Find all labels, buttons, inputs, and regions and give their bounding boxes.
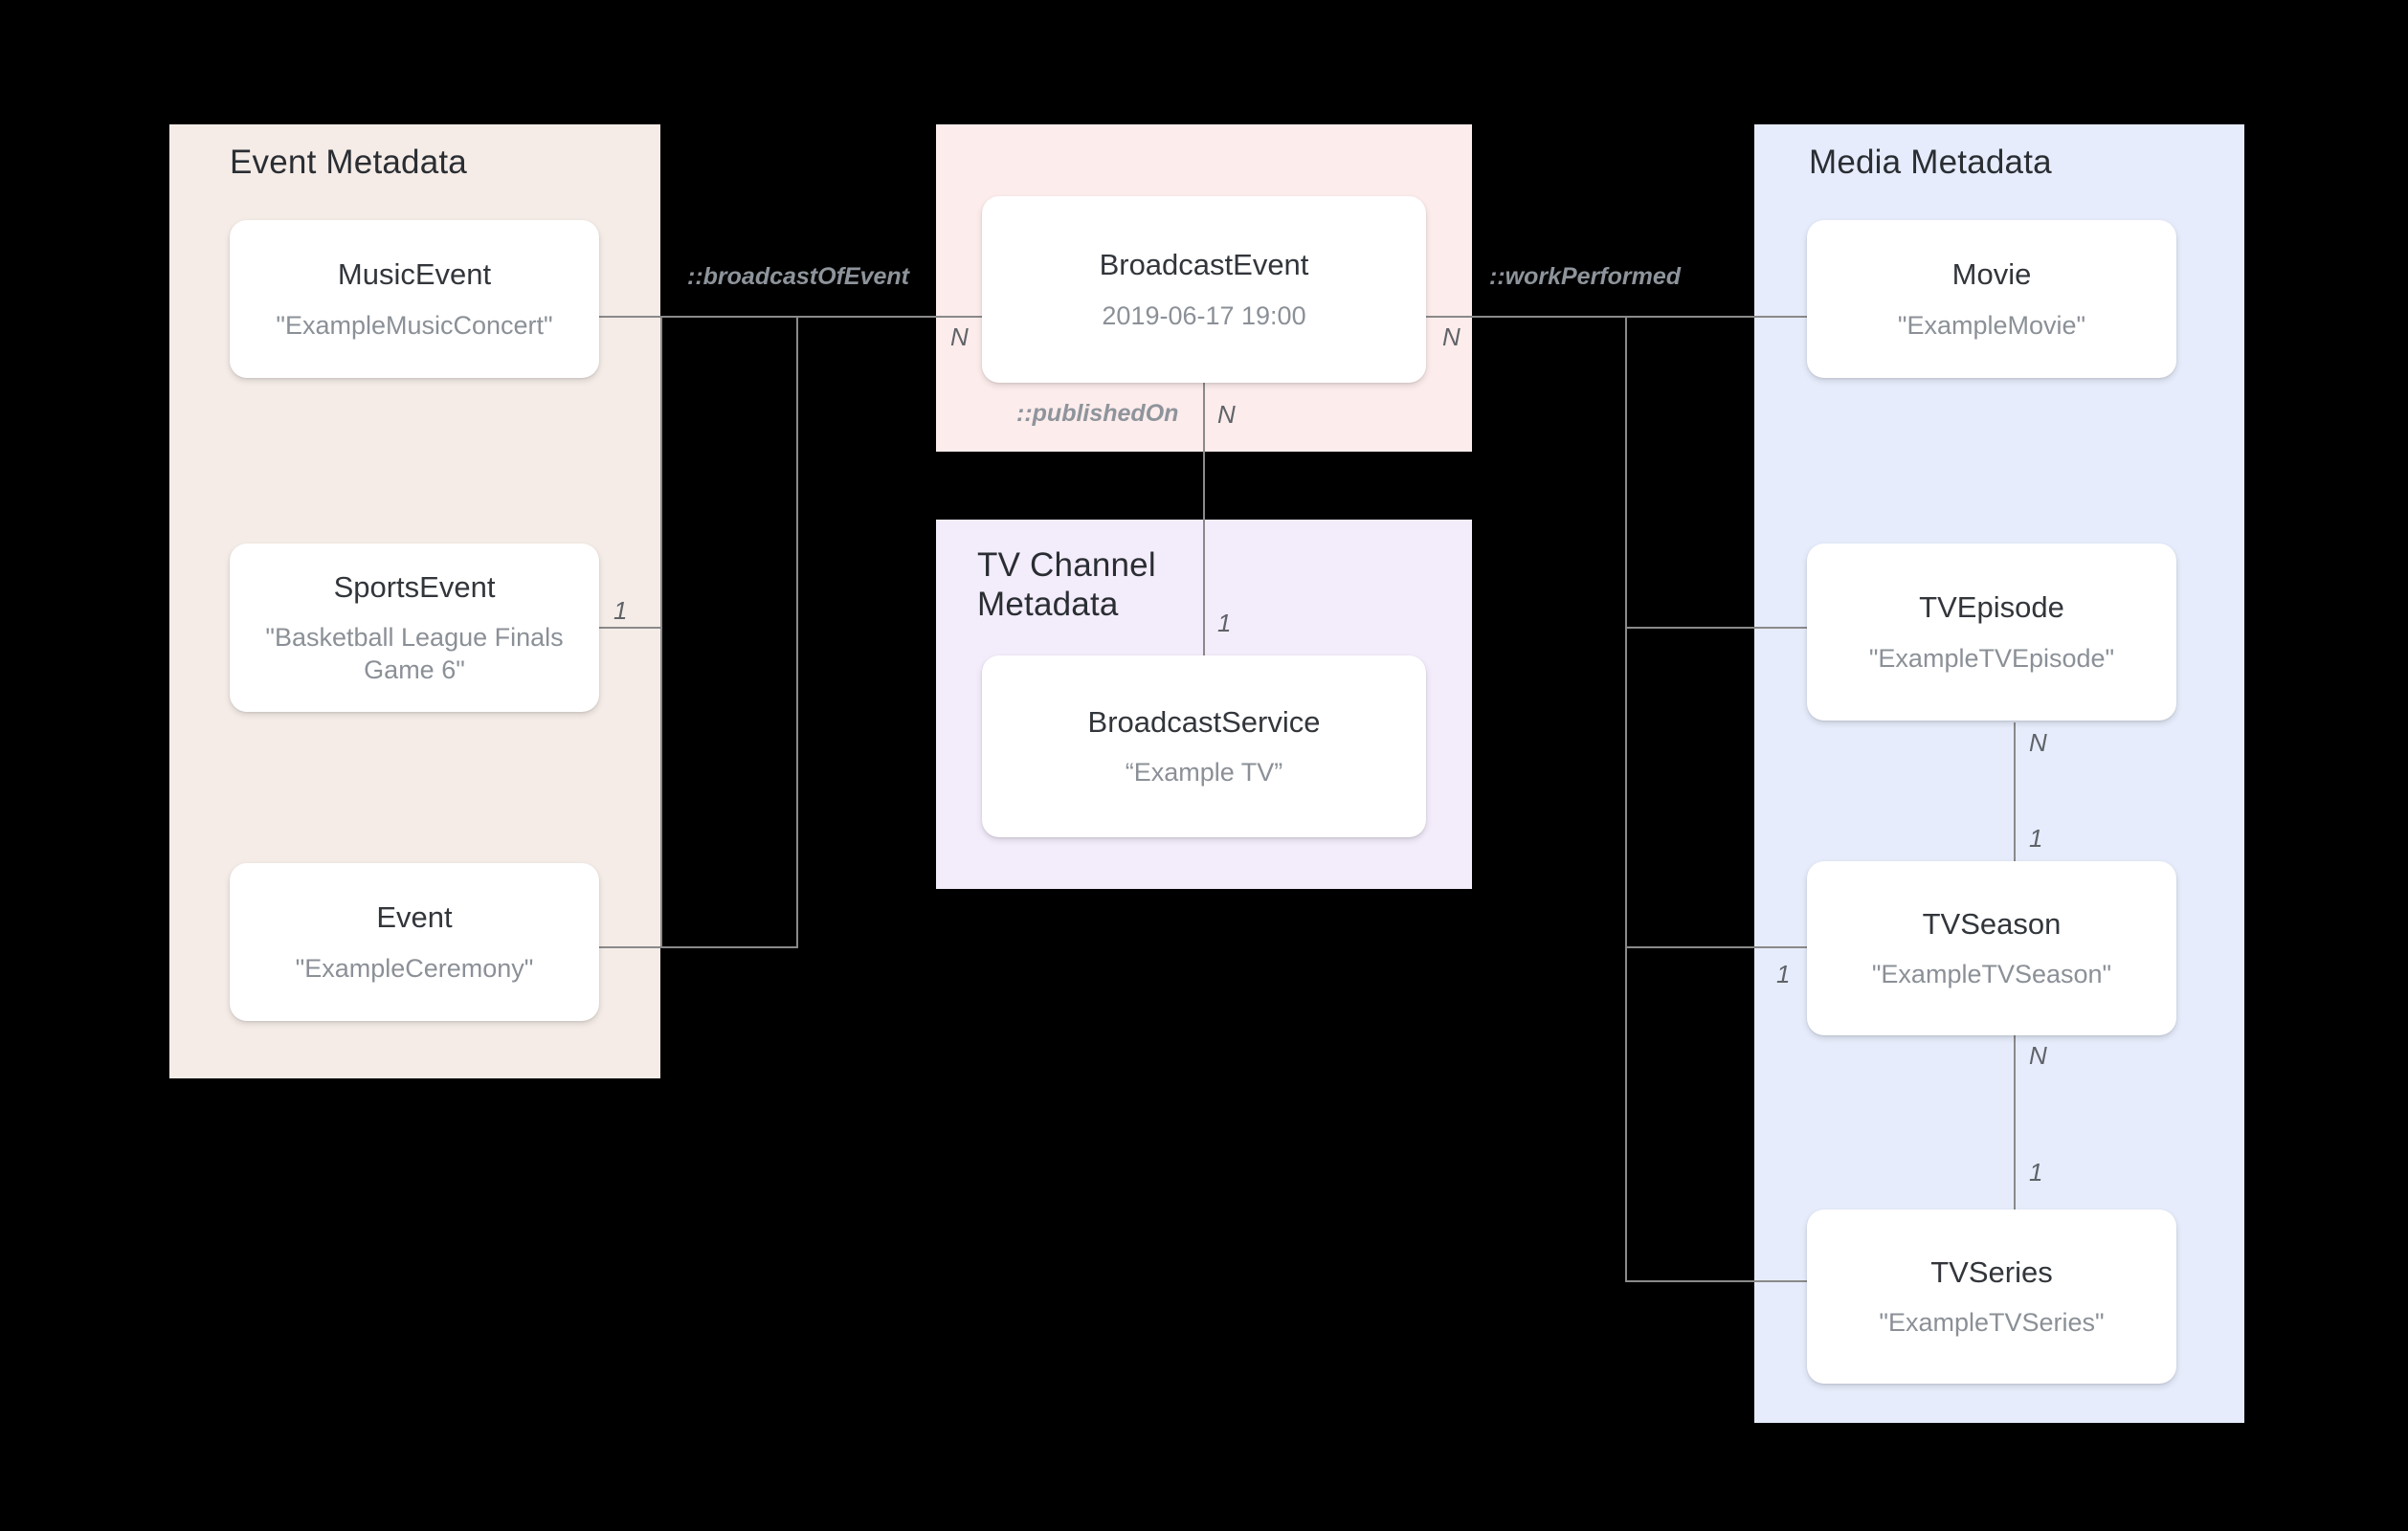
connector-published-on — [1203, 383, 1205, 655]
card-tv-season[interactable]: TVSeason "ExampleTVSeason" — [1807, 861, 2176, 1035]
cardinality-sports-event-right: 1 — [613, 596, 628, 625]
edge-label-work-performed: ::workPerformed — [1489, 263, 1682, 290]
card-tv-series[interactable]: TVSeries "ExampleTVSeries" — [1807, 1209, 2176, 1384]
connector-to-broadcast-event-left — [796, 316, 982, 318]
card-movie[interactable]: Movie "ExampleMovie" — [1807, 220, 2176, 378]
card-tv-season-type: TVSeason — [1922, 906, 2062, 941]
card-music-event-type: MusicEvent — [337, 257, 492, 292]
edge-label-published-on: ::publishedOn — [1016, 400, 1179, 427]
card-event-type: Event — [376, 900, 453, 935]
cardinality-broadcast-event-bottom: N — [1217, 400, 1236, 429]
cardinality-tv-season-bottom: N — [2029, 1041, 2047, 1070]
connector-branch-movie — [1625, 316, 1807, 318]
connector-music-event-stub — [598, 316, 660, 318]
card-tv-season-value: "ExampleTVSeason" — [1871, 960, 2112, 989]
edge-label-broadcast-of-event: ::broadcastOfEvent — [687, 263, 909, 290]
card-event-value: "ExampleCeremony" — [295, 953, 534, 983]
card-music-event[interactable]: MusicEvent "ExampleMusicConcert" — [230, 220, 599, 378]
card-tv-episode[interactable]: TVEpisode "ExampleTVEpisode" — [1807, 544, 2176, 721]
card-tv-episode-value: "ExampleTVEpisode" — [1868, 643, 2115, 673]
connector-right-trunk — [1625, 316, 1627, 1280]
card-broadcast-service-type: BroadcastService — [1087, 704, 1321, 739]
card-broadcast-event-type: BroadcastEvent — [1099, 248, 1309, 282]
cardinality-tv-season-top: 1 — [2029, 824, 2043, 853]
card-movie-type: Movie — [1951, 257, 2032, 292]
panel-title-event-metadata: Event Metadata — [230, 144, 467, 181]
card-event[interactable]: Event "ExampleCeremony" — [230, 863, 599, 1021]
card-broadcast-service[interactable]: BroadcastService “Example TV” — [982, 655, 1426, 837]
card-broadcast-service-value: “Example TV” — [1125, 758, 1283, 788]
card-tv-series-type: TVSeries — [1930, 1254, 2053, 1289]
card-tv-episode-type: TVEpisode — [1919, 590, 2064, 625]
card-sports-event[interactable]: SportsEvent "Basketball League Finals Ga… — [230, 544, 599, 712]
connector-left-top-run — [660, 316, 798, 318]
connector-branch-tv-series — [1625, 1280, 1807, 1282]
card-movie-value: "ExampleMovie" — [1897, 310, 2086, 340]
cardinality-tv-series-top: 1 — [2029, 1158, 2043, 1187]
cardinality-broadcast-service-top: 1 — [1217, 609, 1232, 637]
cardinality-broadcast-event-left: N — [950, 322, 969, 351]
cardinality-broadcast-event-right: N — [1442, 322, 1460, 351]
panel-title-media-metadata: Media Metadata — [1809, 144, 2052, 181]
connector-branch-tv-season — [1625, 946, 1807, 948]
card-sports-event-type: SportsEvent — [333, 569, 496, 604]
card-music-event-value: "ExampleMusicConcert" — [276, 310, 553, 340]
connector-left-bottom-run — [660, 946, 798, 948]
card-broadcast-event-value: 2019-06-17 19:00 — [1102, 300, 1306, 330]
connector-to-media-trunk — [1426, 316, 1625, 318]
cardinality-tv-season-left: 1 — [1776, 960, 1791, 988]
cardinality-tv-episode-bottom: N — [2029, 728, 2047, 757]
card-broadcast-event[interactable]: BroadcastEvent 2019-06-17 19:00 — [982, 196, 1426, 383]
connector-left-trunk — [660, 316, 662, 948]
connector-event-stub — [598, 946, 660, 948]
connector-sports-event-stub — [598, 627, 660, 629]
card-tv-series-value: "ExampleTVSeries" — [1879, 1308, 2105, 1338]
connector-season-to-series — [2014, 1035, 2016, 1209]
connector-episode-to-season — [2014, 722, 2016, 895]
card-sports-event-value: "Basketball League Finals Game 6" — [265, 623, 564, 685]
connector-left-mid-trunk — [796, 316, 798, 948]
connector-branch-tv-episode — [1625, 627, 1807, 629]
panel-title-tv-channel-metadata: TV Channel Metadata — [977, 546, 1156, 623]
